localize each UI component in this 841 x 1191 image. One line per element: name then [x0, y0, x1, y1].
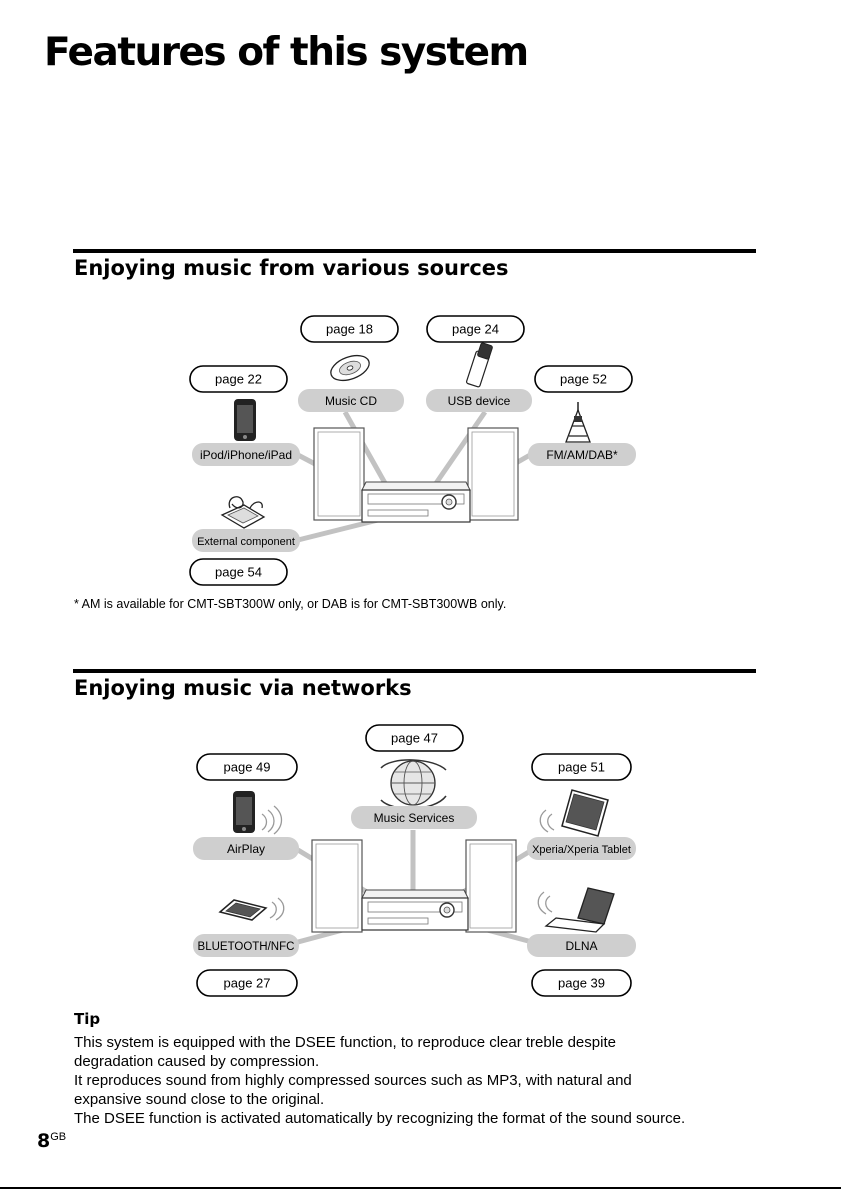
label-bluetooth: BLUETOOTH/NFC — [193, 934, 299, 957]
svg-text:iPod/iPhone/iPad: iPod/iPhone/iPad — [200, 448, 292, 462]
svg-text:page 18: page 18 — [326, 322, 373, 337]
svg-text:AirPlay: AirPlay — [227, 842, 265, 856]
laptop-icon — [537, 887, 615, 933]
page-title: Features of this system — [44, 30, 529, 75]
page-number-suffix: GB — [50, 1131, 67, 1143]
page-ref-xperia[interactable]: page 51 — [531, 753, 632, 781]
usb-drive-icon — [466, 342, 493, 388]
main-unit-icon — [361, 889, 469, 931]
svg-text:page 27: page 27 — [224, 976, 271, 991]
tablet-flat-icon — [218, 897, 285, 921]
svg-text:USB device: USB device — [448, 394, 511, 408]
svg-text:page 49: page 49 — [224, 760, 271, 775]
svg-text:Xperia/Xperia Tablet: Xperia/Xperia Tablet — [532, 844, 631, 856]
radio-tower-icon — [565, 402, 591, 443]
svg-text:page 39: page 39 — [558, 976, 605, 991]
page-ref-tuner[interactable]: page 52 — [534, 365, 633, 393]
tip-line: This system is equipped with the DSEE fu… — [74, 1034, 616, 1051]
tip-heading: Tip — [74, 1010, 101, 1028]
ipod-icon — [234, 399, 256, 441]
svg-text:FM/AM/DAB*: FM/AM/DAB* — [546, 448, 618, 462]
svg-text:Music Services: Music Services — [374, 811, 455, 825]
sources-diagram: page 18 page 24 page 22 page 52 page 54 — [189, 315, 636, 586]
label-usb-device: USB device — [426, 389, 532, 412]
svg-text:BLUETOOTH/NFC: BLUETOOTH/NFC — [198, 941, 295, 953]
tip-body: This system is equipped with the DSEE fu… — [74, 1033, 764, 1128]
networks-diagram: page 47 page 49 page 51 page 27 page 39 — [193, 724, 636, 997]
section-rule — [73, 249, 756, 253]
label-airplay: AirPlay — [193, 837, 299, 860]
speaker-left — [311, 839, 363, 933]
label-xperia: Xperia/Xperia Tablet — [527, 837, 636, 860]
connector-line — [342, 410, 393, 494]
page-number-value: 8 — [37, 1130, 51, 1152]
tip-line: The DSEE function is activated automatic… — [74, 1110, 686, 1127]
page-ref-usb[interactable]: page 24 — [426, 315, 525, 343]
svg-text:page 47: page 47 — [391, 731, 438, 746]
label-ipod: iPod/iPhone/iPad — [192, 443, 300, 466]
svg-text:DLNA: DLNA — [565, 939, 597, 953]
smartphone-icon — [233, 791, 283, 835]
svg-text:page 51: page 51 — [558, 760, 605, 775]
page-number: 8GB — [37, 1130, 66, 1152]
main-unit-icon — [361, 481, 471, 523]
label-music-cd: Music CD — [298, 389, 404, 412]
label-tuner: FM/AM/DAB* — [528, 443, 636, 466]
page-ref-dlna[interactable]: page 39 — [531, 969, 632, 997]
footnote: * AM is available for CMT-SBT300W only, … — [74, 597, 507, 611]
connector-line — [427, 410, 488, 494]
tip-line: It reproduces sound from highly compress… — [74, 1072, 632, 1089]
svg-text:page 54: page 54 — [215, 565, 262, 580]
svg-text:External component: External component — [197, 536, 295, 548]
bottom-rule — [0, 1187, 841, 1189]
label-dlna: DLNA — [527, 934, 636, 957]
page-ref-music-services[interactable]: page 47 — [365, 724, 464, 752]
section-heading-sources: Enjoying music from various sources — [74, 256, 509, 280]
section-rule — [73, 669, 756, 673]
page-ref-music-cd[interactable]: page 18 — [300, 315, 399, 343]
connector-line — [297, 517, 379, 543]
page-ref-airplay[interactable]: page 49 — [196, 753, 298, 781]
globe-icon — [380, 759, 447, 810]
label-external-component: External component — [192, 529, 300, 552]
page-ref-ipod[interactable]: page 22 — [189, 365, 288, 393]
speaker-right — [467, 427, 519, 521]
section-heading-networks: Enjoying music via networks — [74, 676, 412, 700]
tablet-icon — [539, 789, 609, 837]
external-component-icon — [220, 496, 266, 529]
label-music-services: Music Services — [351, 806, 477, 829]
cd-icon — [330, 354, 370, 382]
svg-text:page 24: page 24 — [452, 322, 499, 337]
page-ref-bluetooth[interactable]: page 27 — [196, 969, 298, 997]
tip-line: expansive sound close to the original. — [74, 1091, 325, 1108]
speaker-left — [313, 427, 365, 521]
svg-text:Music CD: Music CD — [325, 394, 377, 408]
page-ref-external[interactable]: page 54 — [189, 558, 288, 586]
svg-text:page 22: page 22 — [215, 372, 262, 387]
tip-line: degradation caused by compression. — [74, 1053, 320, 1070]
speaker-right — [465, 839, 517, 933]
svg-text:page 52: page 52 — [560, 372, 607, 387]
